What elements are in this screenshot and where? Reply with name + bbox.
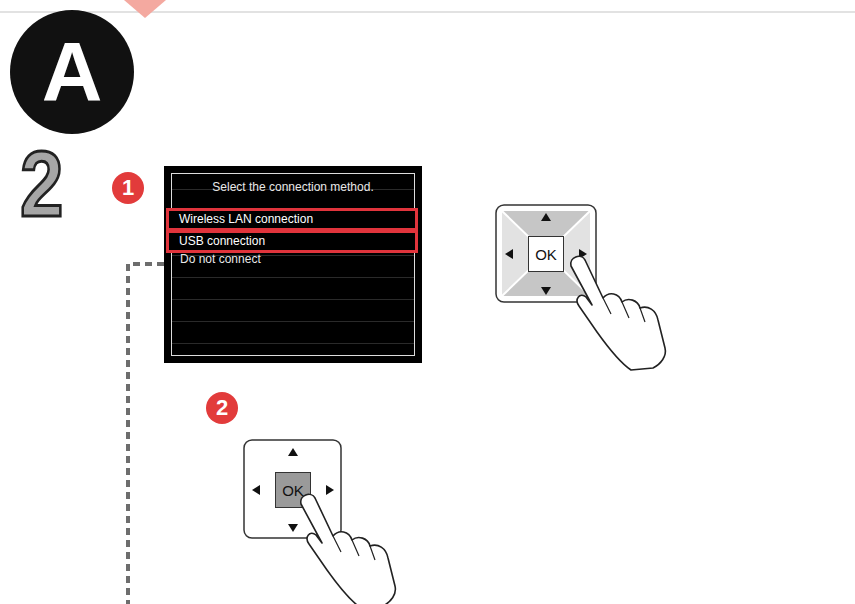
menu-option: Wireless LAN connection <box>166 208 418 231</box>
hand-outline <box>571 256 666 370</box>
callout-number: 2 <box>206 392 238 424</box>
step-number: 2 <box>20 138 63 230</box>
pad-gap <box>502 211 590 296</box>
pad-frame <box>244 440 341 538</box>
node-subtext: Do not connect <box>180 252 261 266</box>
finger-lines <box>333 536 375 560</box>
control-pad <box>244 440 341 538</box>
pad-gap <box>502 211 590 296</box>
node-text: 1 <box>112 172 144 204</box>
arrow-left <box>252 485 260 495</box>
pressing-hand <box>301 494 396 604</box>
node-text: 2 <box>206 392 238 424</box>
pad-frame <box>496 205 596 302</box>
arrow-up <box>288 448 298 456</box>
header-pointer <box>124 0 166 18</box>
node-text: Wireless LAN connection <box>179 212 313 226</box>
header-rule <box>0 11 855 13</box>
arrow-right <box>326 485 334 495</box>
node-text: USB connection <box>179 234 265 248</box>
ok-button: OK <box>528 236 564 272</box>
node-text: A <box>10 10 134 134</box>
finger-lines <box>603 298 645 322</box>
pressing-hand <box>571 256 666 370</box>
display-screen: Select the connection method. Do not conn… <box>166 168 420 361</box>
node-text: Select the connection method. <box>166 180 420 194</box>
section-badge: A <box>10 10 134 134</box>
control-pad <box>496 205 596 302</box>
dashed-leader <box>128 264 164 604</box>
hand-outline <box>301 494 396 604</box>
arrow-right <box>579 249 587 259</box>
node-text: OK <box>529 237 563 271</box>
arrow-down <box>541 287 551 295</box>
arrow-left <box>505 249 513 259</box>
ok-button: OK <box>275 472 311 508</box>
node-text: OK <box>276 473 310 507</box>
arrow-down <box>288 524 298 532</box>
menu-option: USB connection <box>166 230 418 253</box>
arrow-up <box>541 213 551 221</box>
callout-number: 1 <box>112 172 144 204</box>
